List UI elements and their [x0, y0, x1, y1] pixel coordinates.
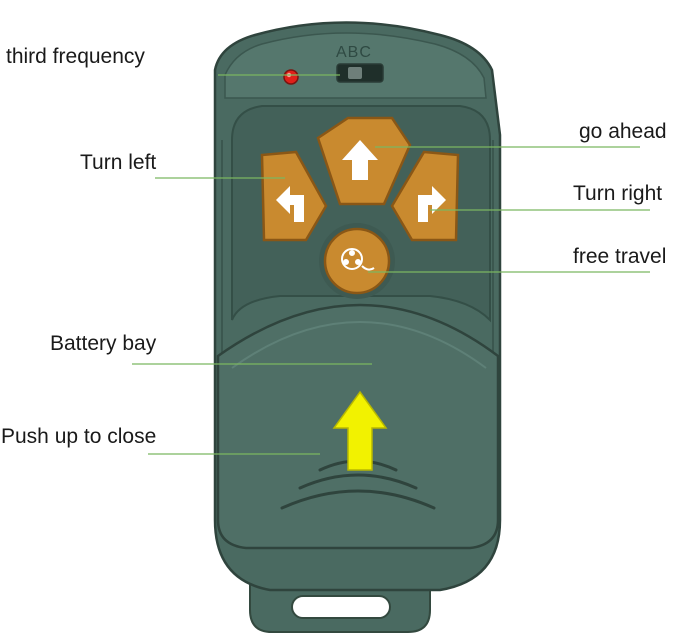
battery-bay-label: Battery bay	[50, 332, 157, 355]
free-travel-label: free travel	[573, 245, 667, 268]
button-cluster	[260, 116, 460, 299]
turn-right-label: Turn right	[573, 182, 663, 205]
yellow-up-arrow-icon	[332, 390, 388, 471]
callout-lines	[132, 74, 650, 455]
third-frequency-label: third frequency	[6, 45, 145, 68]
free-travel-button[interactable]	[319, 223, 395, 299]
go-ahead-label: go ahead	[579, 120, 667, 143]
turn-right-button[interactable]	[390, 150, 460, 242]
battery-cover[interactable]	[216, 303, 500, 550]
abc-badge: ABC	[336, 44, 372, 61]
turn-left-label: Turn left	[80, 151, 157, 174]
go-ahead-button[interactable]	[316, 116, 412, 206]
push-up-to-close-label: Push up to close	[1, 425, 157, 448]
keyring-loop	[249, 579, 431, 633]
film-reel-icon	[341, 248, 375, 271]
arrow-up-icon	[342, 140, 378, 180]
turn-left-button[interactable]	[260, 150, 328, 242]
led-indicator	[283, 69, 299, 85]
frequency-switch-area: ABC	[283, 44, 384, 85]
turn-left-icon	[276, 186, 304, 222]
turn-right-icon	[418, 186, 446, 222]
